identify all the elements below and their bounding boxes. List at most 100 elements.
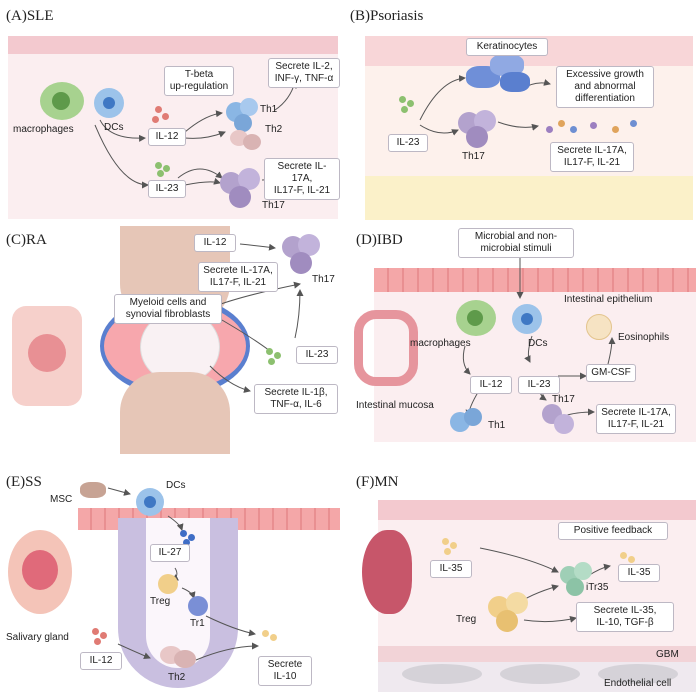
il12-box: IL-12 bbox=[80, 652, 122, 670]
secrete-box: Secrete IL-10 bbox=[258, 656, 312, 686]
secrete-th1-box: Secrete IL-2, INF-γ, TNF-α bbox=[268, 58, 340, 88]
gbm-label: GBM bbox=[656, 649, 679, 660]
secreted-cytokine bbox=[558, 120, 565, 127]
growth-box: Excessive growth and abnormal differenti… bbox=[556, 66, 654, 108]
eosinophils-label: Eosinophils bbox=[618, 332, 670, 343]
inflammation-spot bbox=[28, 334, 66, 372]
panel-title: (E)SS bbox=[6, 474, 42, 490]
macrophage-nucleus bbox=[467, 310, 483, 326]
il35-cytokine bbox=[450, 542, 457, 549]
arrows bbox=[419, 74, 551, 136]
secreted-cytokine bbox=[590, 122, 597, 129]
il35-cytokine bbox=[444, 548, 451, 555]
il12-cytokine bbox=[100, 632, 107, 639]
il10-cytokine bbox=[262, 630, 269, 637]
endothelial-label: Endothelial cell bbox=[604, 678, 672, 689]
th1-cell bbox=[234, 114, 252, 132]
secrete-th17-box: Secrete IL-17A, IL17-F, IL-21 bbox=[264, 158, 340, 200]
il23-box: IL-23 bbox=[148, 180, 186, 198]
gbm-band bbox=[378, 646, 696, 662]
il23-cytokine bbox=[399, 96, 406, 103]
macrophage-nucleus bbox=[52, 92, 70, 110]
th17-cell bbox=[290, 252, 312, 274]
endothelial-cell-shape bbox=[598, 664, 678, 684]
il12-cytokine bbox=[162, 113, 169, 120]
arrows bbox=[107, 487, 259, 661]
msc-label: MSC bbox=[50, 494, 73, 505]
panel-title: (D)IBD bbox=[356, 232, 403, 248]
keratinocyte-cell bbox=[500, 72, 530, 92]
secrete-box: Secrete IL-35, IL-10, TGF-β bbox=[576, 602, 674, 632]
il12-cytokine bbox=[92, 628, 99, 635]
dc-nucleus bbox=[103, 97, 115, 109]
th17-cell bbox=[298, 234, 320, 256]
dc-nucleus bbox=[521, 313, 533, 325]
il35-cytokine bbox=[628, 556, 635, 563]
th17-label: Th17 bbox=[552, 394, 575, 405]
panel-ra: (C)RA IL-12 Th17 Secrete IL-17A, IL17-F,… bbox=[0, 226, 345, 454]
mouth-opening bbox=[22, 550, 58, 590]
tr1-label: Tr1 bbox=[190, 618, 205, 629]
il23-cytokine bbox=[155, 162, 162, 169]
dcs-label: DCs bbox=[104, 122, 124, 133]
itr35-label: iTr35 bbox=[586, 582, 609, 593]
panel-mn: (F)MN Positive feedback IL-35 iTr35 IL-3… bbox=[350, 468, 700, 696]
epithelium-cells bbox=[374, 268, 696, 292]
secrete-box: Secrete IL-17A, IL17-F, IL-21 bbox=[596, 404, 676, 434]
panel-psoriasis: (B)Psoriasis Keratinocytes Excessive gro… bbox=[350, 0, 700, 225]
secreted-cytokine bbox=[630, 120, 637, 127]
il12-cytokine bbox=[94, 638, 101, 645]
il23-cytokine bbox=[268, 358, 275, 365]
secreted-cytokine bbox=[546, 126, 553, 133]
il27-cytokine bbox=[188, 534, 195, 541]
th1-label: Th1 bbox=[488, 420, 506, 431]
secreted-cytokine bbox=[612, 126, 619, 133]
il27-cytokine bbox=[180, 530, 187, 537]
panel-ss: (E)SS Salivary gland MSC DCs IL-27 Treg … bbox=[0, 468, 345, 696]
tbeta-box: T-beta up-regulation bbox=[164, 66, 234, 96]
keratinocytes-box: Keratinocytes bbox=[466, 38, 548, 56]
secreted-cytokine bbox=[570, 126, 577, 133]
il27-box: IL-27 bbox=[150, 544, 190, 562]
th2-cell bbox=[243, 134, 261, 150]
macrophages-label: macrophages bbox=[13, 124, 74, 135]
il35-cytokine bbox=[620, 552, 627, 559]
tissue-band bbox=[8, 36, 338, 54]
th17-label: Th17 bbox=[312, 274, 335, 285]
positive-feedback-box: Positive feedback bbox=[558, 522, 668, 540]
il35-cytokine bbox=[442, 538, 449, 545]
treg-cell bbox=[506, 592, 528, 614]
th17-cell bbox=[554, 414, 574, 434]
eosinophil-cell bbox=[586, 314, 612, 340]
th17-label: Th17 bbox=[262, 200, 285, 211]
treg-label: Treg bbox=[150, 596, 171, 607]
il27-cytokine bbox=[183, 539, 190, 546]
itr35-cell bbox=[574, 562, 592, 580]
il12-cytokine bbox=[152, 116, 159, 123]
il23-box: IL-23 bbox=[296, 346, 338, 364]
dcs-label: DCs bbox=[166, 480, 186, 491]
th1-label: Th1 bbox=[260, 104, 278, 115]
membrane-top bbox=[378, 500, 696, 520]
th17-cell bbox=[466, 126, 488, 148]
secrete-box: Secrete IL-17A, IL17-F, IL-21 bbox=[550, 142, 634, 172]
panel-title: (C)RA bbox=[6, 232, 47, 248]
th1-cell bbox=[464, 408, 482, 426]
gmcsf-box: GM-CSF bbox=[586, 364, 636, 382]
macrophages-label: macrophages bbox=[410, 338, 471, 349]
il35-box: IL-35 bbox=[618, 564, 660, 582]
myeloid-box: Myeloid cells and synovial fibroblasts bbox=[114, 294, 222, 324]
il23-cytokine bbox=[157, 170, 164, 177]
keratinocyte-cell bbox=[490, 54, 524, 76]
stimuli-box: Microbial and non- microbial stimuli bbox=[458, 228, 574, 258]
il23-cytokine bbox=[274, 352, 281, 359]
th17-cell bbox=[238, 168, 260, 190]
msc-cell bbox=[80, 482, 106, 498]
il12-box: IL-12 bbox=[470, 376, 512, 394]
il23-cytokine bbox=[401, 106, 408, 113]
th2-cell bbox=[174, 650, 196, 668]
intestine-drawing bbox=[354, 310, 418, 386]
th17-cell bbox=[229, 186, 251, 208]
duct-lumen bbox=[146, 518, 210, 668]
il12-box: IL-12 bbox=[148, 128, 186, 146]
